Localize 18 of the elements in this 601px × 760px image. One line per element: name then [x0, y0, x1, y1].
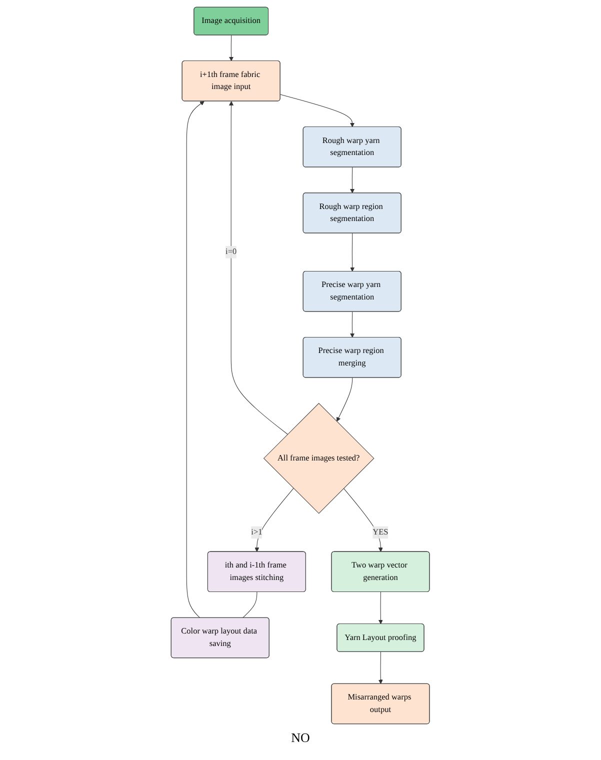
arrow	[229, 34, 234, 61]
arrow	[350, 166, 355, 193]
node-diamond: All frame images tested?	[264, 402, 374, 514]
arrow	[378, 651, 384, 684]
edge-label: YES	[372, 527, 388, 536]
branch-label: NO	[291, 730, 310, 745]
arrow	[254, 488, 294, 552]
arrow	[336, 377, 353, 422]
connector	[242, 591, 258, 618]
arrow	[280, 94, 355, 127]
arrow	[186, 100, 205, 618]
arrow	[350, 232, 355, 272]
edge-label: i=0	[226, 247, 237, 256]
arrow	[229, 100, 288, 434]
edge-label: i>1	[251, 527, 262, 536]
arrow	[344, 488, 384, 552]
arrow	[350, 310, 355, 338]
arrow	[378, 591, 384, 624]
